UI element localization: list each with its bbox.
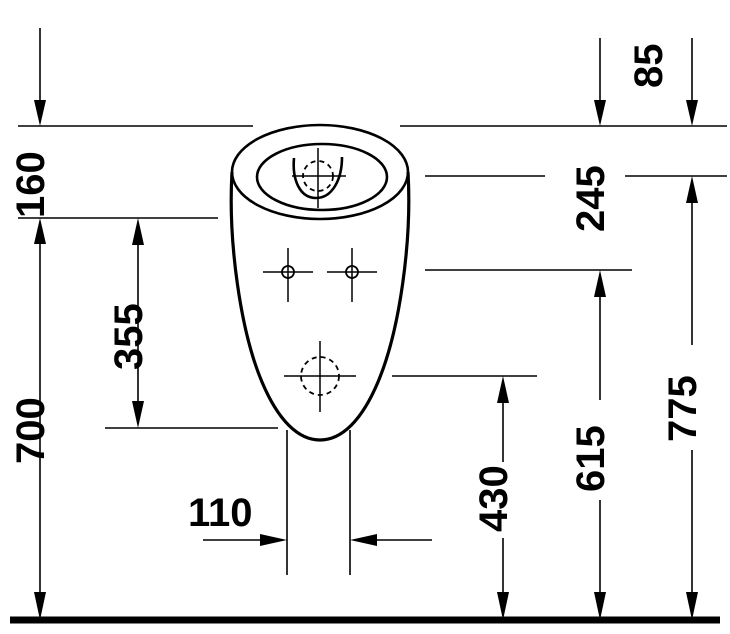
dimension-775-arrowhead-down <box>686 592 698 620</box>
dimension-355: 355 <box>107 218 151 428</box>
center-marks-group <box>263 148 377 412</box>
dimension-160-arrowhead-up <box>34 218 46 244</box>
urinal-rim-inner <box>255 142 389 212</box>
dimension-430-arrowhead-up <box>497 376 509 403</box>
dimension-430: 430 <box>472 376 516 620</box>
dimension-775-label: 775 <box>661 375 705 442</box>
dimension-245: 245 <box>569 165 613 232</box>
dimension-700-label: 700 <box>9 397 53 464</box>
dimension-775: 775 <box>661 176 705 620</box>
dimension-110-arrowhead-left <box>350 534 377 546</box>
extension-lines <box>18 125 727 575</box>
dimension-355-label: 355 <box>107 303 151 370</box>
urinal-rim-outer <box>230 123 410 221</box>
dimension-85: 85 <box>594 38 698 126</box>
dimension-700-arrowhead-down <box>34 592 46 620</box>
urinal-body-group <box>229 123 411 442</box>
dimension-110-arrowhead-right <box>260 534 287 546</box>
dimension-245-label: 245 <box>569 165 613 232</box>
dimension-430-label: 430 <box>472 465 516 532</box>
dimension-85-label: 85 <box>627 44 671 89</box>
dimension-430-arrowhead-down <box>497 592 509 620</box>
dimension-160-arrowhead-down <box>34 100 46 126</box>
dimension-775-arrowhead-up <box>686 176 698 203</box>
dimension-615-arrowhead-down <box>594 592 606 620</box>
dimension-110-label: 110 <box>188 491 253 535</box>
dimension-355-arrowhead-up <box>132 218 144 245</box>
dimension-700: 700 <box>9 240 53 620</box>
dimension-160: 160 <box>9 28 53 244</box>
dimension-85-arrowhead-left-down <box>594 100 606 126</box>
dimension-615-arrowhead-up <box>594 270 606 297</box>
dimension-615: 615 <box>569 270 613 620</box>
dimension-355-arrowhead-down <box>132 401 144 428</box>
dimension-85-arrowhead-right-down <box>686 100 698 126</box>
dimension-110: 110 <box>188 491 432 546</box>
urinal-body-outline <box>229 171 411 442</box>
dimension-615-label: 615 <box>569 425 613 492</box>
dimension-160-label: 160 <box>9 151 53 218</box>
